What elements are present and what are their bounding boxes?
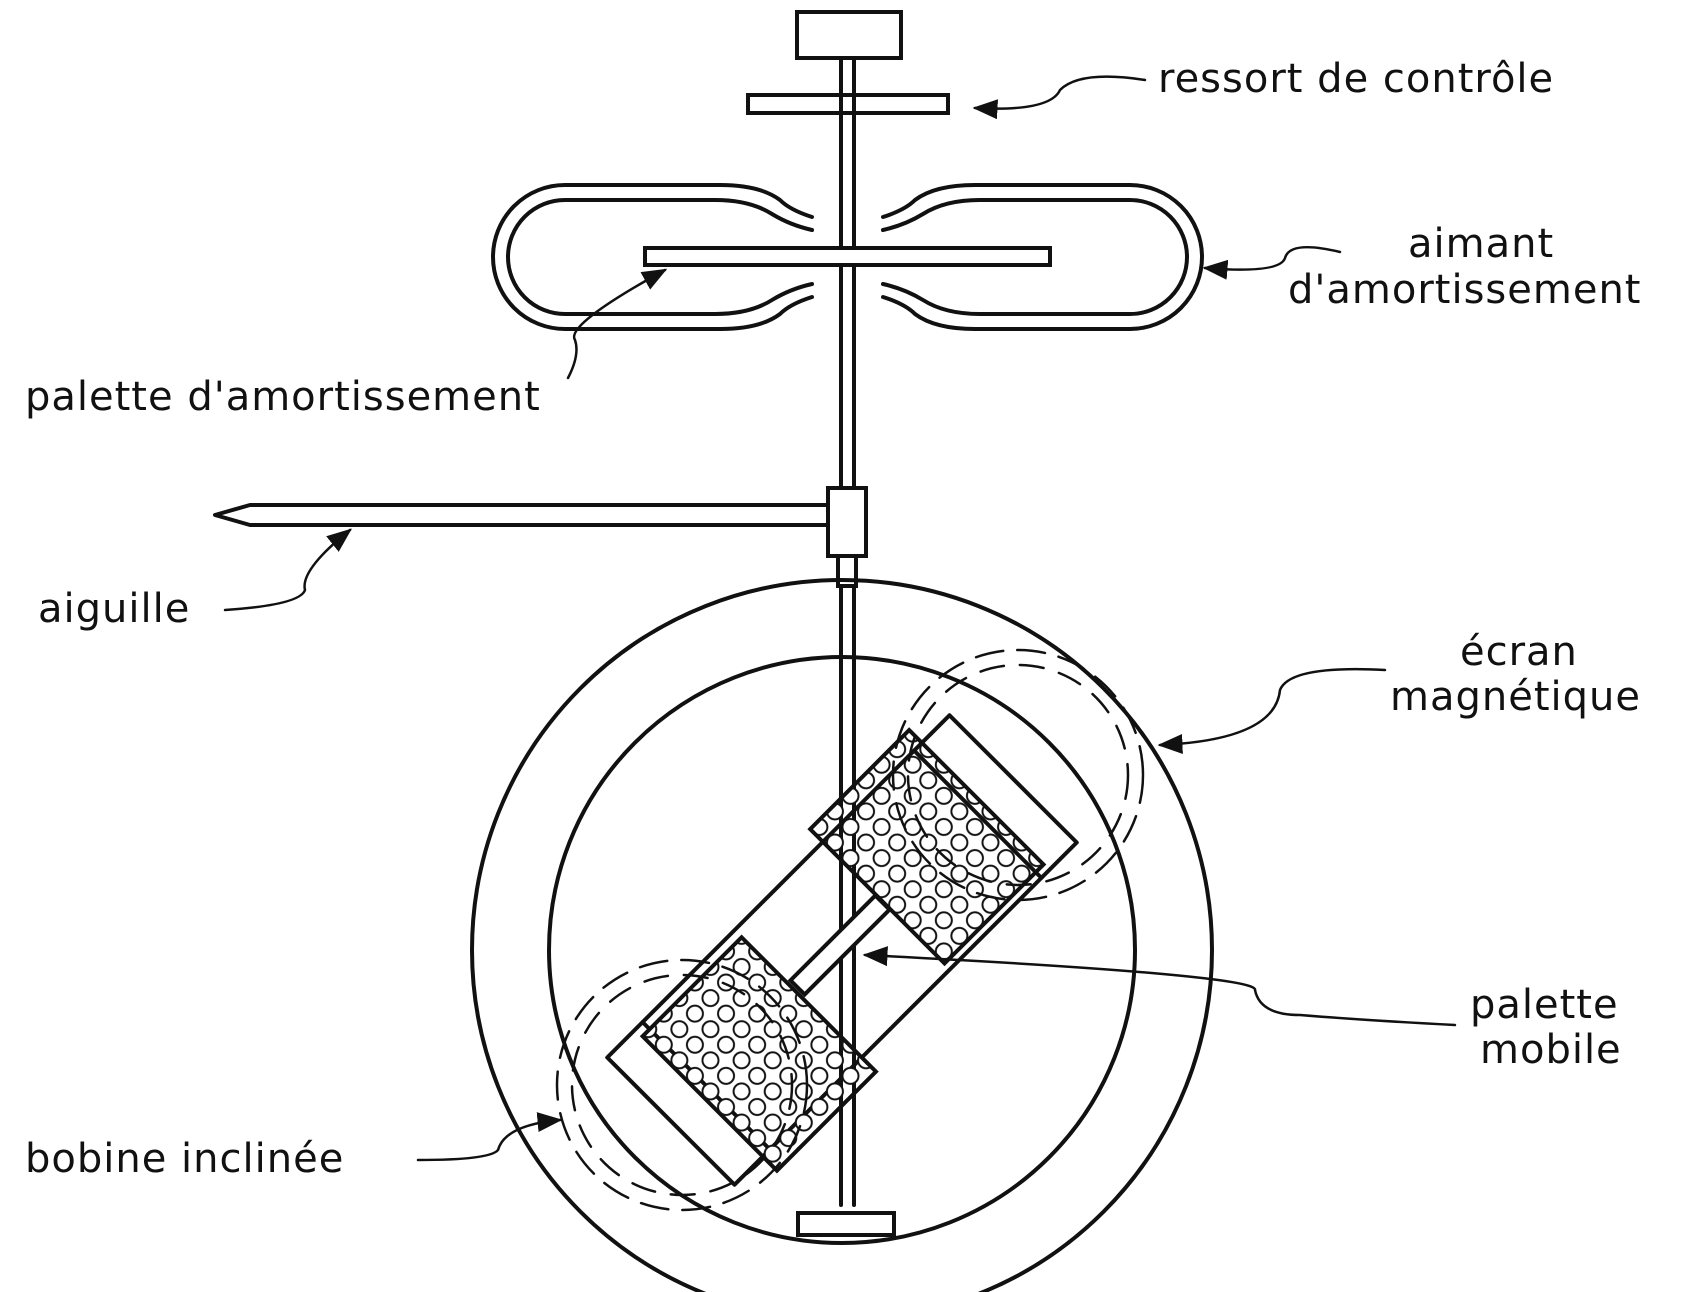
label-moving-vane-2: mobile bbox=[1480, 1027, 1622, 1073]
flux-lines bbox=[555, 648, 1145, 1212]
top-pivot-cap bbox=[795, 10, 903, 60]
label-damping-vane: palette d'amortissement bbox=[25, 374, 541, 420]
label-control-spring: ressort de contrôle bbox=[1158, 56, 1554, 102]
leader-lines bbox=[223, 75, 1457, 1162]
pointer bbox=[213, 486, 868, 588]
damping-vane bbox=[643, 246, 1052, 267]
label-damping-magnet-2: d'amortissement bbox=[1288, 267, 1641, 313]
control-spring bbox=[746, 93, 950, 115]
damping-magnet bbox=[491, 183, 1204, 331]
bottom-pivot-block bbox=[796, 1211, 896, 1237]
label-magnetic-shield-1: écran bbox=[1460, 629, 1578, 675]
label-inclined-coil: bobine inclinée bbox=[25, 1136, 344, 1182]
magnetic-shield-outer bbox=[470, 578, 1214, 1292]
label-moving-vane-1: palette bbox=[1470, 982, 1619, 1028]
label-damping-magnet-1: aimant bbox=[1408, 221, 1554, 267]
label-pointer: aiguille bbox=[38, 586, 190, 632]
magnetic-shield-inner bbox=[547, 655, 1137, 1245]
inclined-coil bbox=[605, 713, 1079, 1187]
spindle bbox=[839, 56, 856, 1207]
label-magnetic-shield-2: magnétique bbox=[1390, 674, 1641, 720]
coil-winding-lower bbox=[639, 934, 879, 1174]
moving-vane bbox=[787, 892, 893, 998]
